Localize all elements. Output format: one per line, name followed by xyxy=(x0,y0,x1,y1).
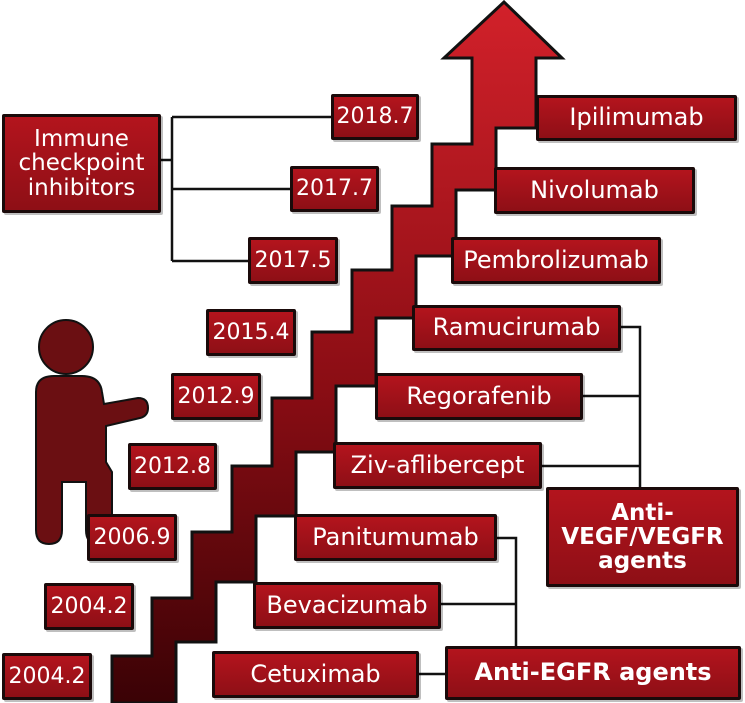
drug-label: Bevacizumab xyxy=(253,582,441,629)
climbing-person-icon xyxy=(35,319,150,546)
year-label: 2006.9 xyxy=(87,514,177,561)
year-label: 2012.9 xyxy=(171,373,261,420)
anti-egfr-agents-box: Anti-EGFR agents xyxy=(445,646,741,700)
anti-egfr-bracket-lines xyxy=(418,536,518,676)
year-label: 2017.5 xyxy=(248,237,338,284)
drug-label: Regorafenib xyxy=(375,373,583,420)
year-label: 2012.8 xyxy=(128,443,217,490)
anti-vegf-agents-box: Anti-VEGF/VEGFR agents xyxy=(546,487,739,587)
drug-label: Panitumumab xyxy=(294,514,497,561)
year-label: 2004.2 xyxy=(2,653,92,700)
drug-label: Ipilimumab xyxy=(536,95,737,141)
year-label: 2004.2 xyxy=(44,583,134,630)
year-label: 2018.7 xyxy=(331,94,419,140)
drug-label: Pembrolizumab xyxy=(451,237,661,284)
year-label: 2017.7 xyxy=(290,166,379,212)
drug-label: Nivolumab xyxy=(494,167,695,214)
year-label: 2015.4 xyxy=(206,309,296,356)
drug-label: Ziv-aflibercept xyxy=(333,442,542,489)
drug-label: Ramucirumab xyxy=(412,305,621,351)
staircase-arrow xyxy=(110,0,566,703)
anti-vegf-bracket-lines xyxy=(541,325,642,488)
drug-label: Cetuximab xyxy=(212,651,419,698)
immune-checkpoint-inhibitors-box: Immune checkpoint inhibitors xyxy=(2,114,161,213)
immune-bracket-lines xyxy=(160,115,332,263)
